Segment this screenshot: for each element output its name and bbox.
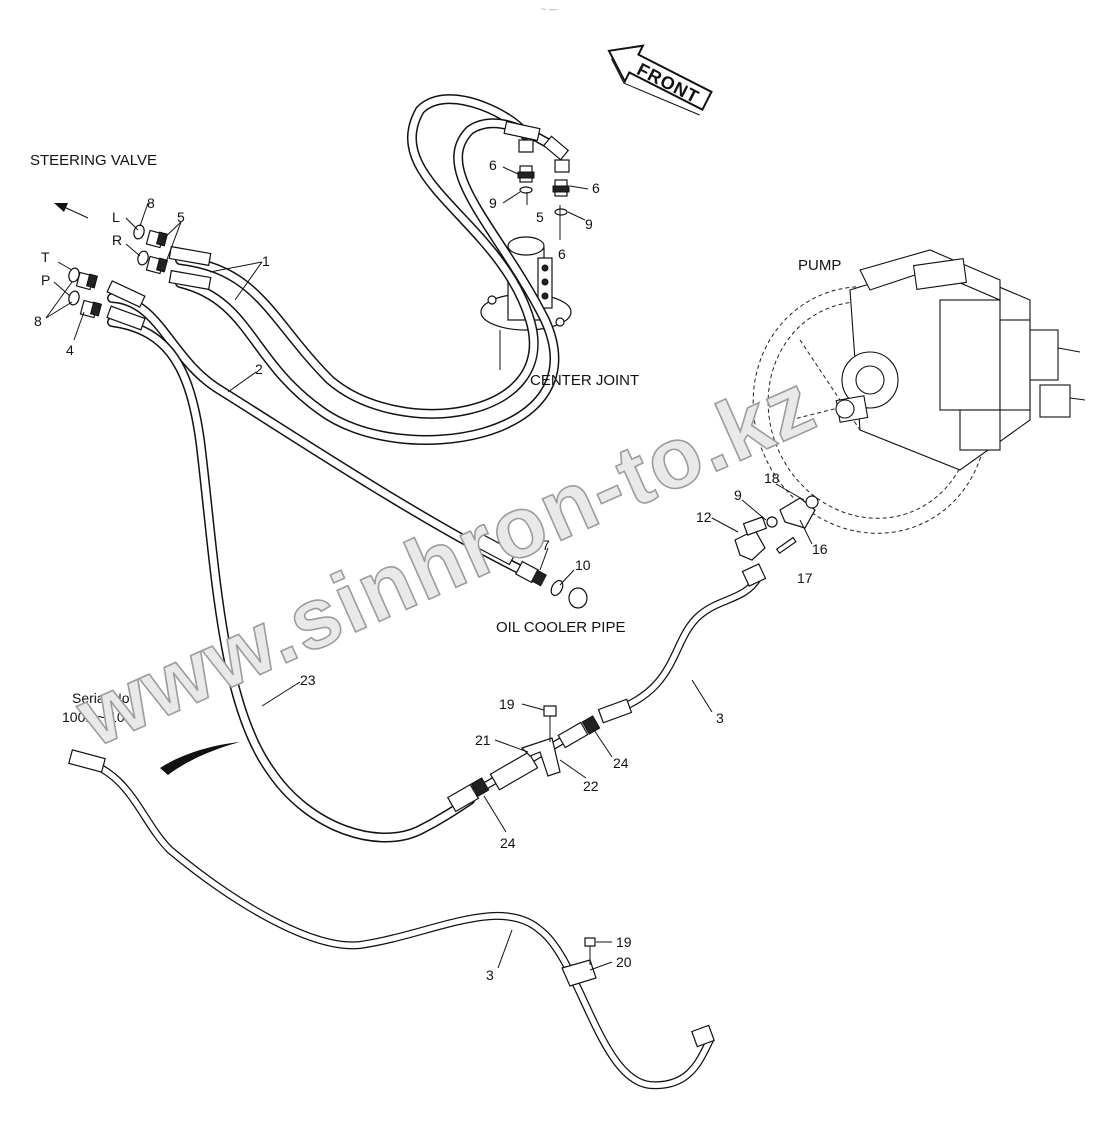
callout-5-left: 5 [177, 209, 185, 225]
callout-3-upper: 3 [716, 710, 724, 726]
tube-joint [446, 705, 601, 813]
callout-16: 16 [812, 541, 828, 557]
callout-8-top: 8 [147, 195, 155, 211]
callout-8-left: 8 [34, 313, 42, 329]
callout-24-lower: 24 [500, 835, 516, 851]
steering-valve-label: STEERING VALVE [30, 152, 157, 169]
steering-valve-arrow [54, 203, 89, 219]
pump-label: PUMP [798, 257, 841, 274]
leader-lines [45, 166, 813, 971]
callout-5-center: 5 [536, 209, 544, 225]
callout-numbers: 1 2 3 3 4 5 5 6 6 6 7 8 8 9 9 9 10 12 16… [34, 157, 828, 983]
callout-1: 1 [262, 253, 270, 269]
callout-23: 23 [300, 672, 316, 688]
port-T-label: T [41, 249, 50, 265]
port-L-label: L [112, 209, 120, 225]
callout-24-right: 24 [613, 755, 629, 771]
port-P-label: P [41, 272, 50, 288]
front-label: FRONT [634, 59, 703, 107]
steering-valve-fittings [68, 224, 169, 319]
text-labels: STEERING VALVE CENTER JOINT PUMP OIL COO… [30, 152, 841, 725]
callout-3-lower: 3 [486, 967, 494, 983]
callout-7: 7 [542, 537, 550, 553]
callout-22: 22 [583, 778, 599, 794]
callout-17: 17 [797, 570, 813, 586]
front-arrow: FRONT [607, 44, 713, 116]
pump-assembly [752, 249, 1086, 534]
callout-6-right: 6 [592, 180, 600, 196]
center-joint-label: CENTER JOINT [530, 372, 639, 389]
callout-18: 18 [764, 470, 780, 486]
callout-2: 2 [255, 361, 263, 377]
callout-19-lower: 19 [616, 934, 632, 950]
hose-23 [106, 280, 475, 843]
callout-21: 21 [475, 732, 491, 748]
title-code: ~ — [541, 4, 558, 14]
pipe-3-upper [597, 495, 819, 724]
callout-9-left: 9 [489, 195, 497, 211]
callout-20: 20 [616, 954, 632, 970]
serial-no-label: Serial No. [72, 690, 133, 706]
callout-9-right: 9 [585, 216, 593, 232]
oil-cooler-pipe-label: OIL COOLER PIPE [496, 619, 626, 636]
callout-9-pump: 9 [734, 487, 742, 503]
callout-10: 10 [575, 557, 591, 573]
callout-6-center: 6 [558, 246, 566, 262]
serial-range-label: 1001 ~ 1006 [62, 709, 140, 725]
serial-arrow [160, 742, 240, 775]
port-R-label: R [112, 232, 122, 248]
callout-12: 12 [696, 509, 712, 525]
callout-6-left: 6 [489, 157, 497, 173]
center-joint-fittings [517, 139, 570, 216]
hose-1-pair [168, 94, 570, 445]
pipe-3-lower [68, 749, 715, 1090]
callout-4: 4 [66, 342, 74, 358]
callout-19-upper: 19 [499, 696, 515, 712]
hose-2 [107, 293, 588, 609]
